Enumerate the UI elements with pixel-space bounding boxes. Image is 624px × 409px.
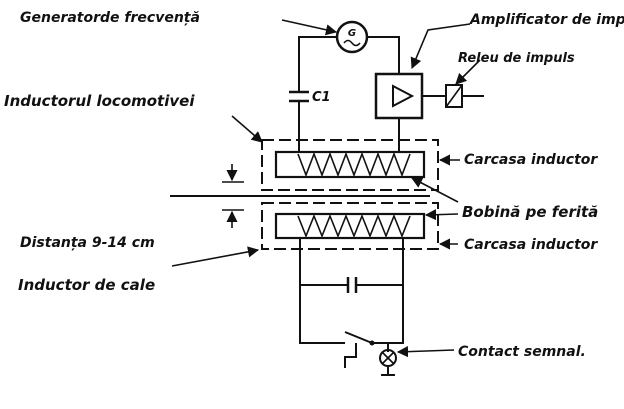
- capacitor-c1: [288, 90, 310, 103]
- top-inductor-housing: [261, 139, 439, 191]
- loco-inductor-label: Inductorul locomotivei: [4, 92, 195, 110]
- bottom-capacitor: [346, 277, 358, 293]
- track-inductor-label: Inductor de cale: [18, 276, 155, 294]
- impulse-relay: [445, 84, 484, 108]
- frequency-generator: G: [335, 20, 369, 54]
- housing-bottom-label: Carcasa inductor: [464, 237, 598, 253]
- wire-generator-left: [298, 36, 337, 152]
- leader-lines: [171, 19, 481, 358]
- housing-top-label: Carcasa inductor: [464, 152, 598, 168]
- coil-label: Bobină pe ferită: [462, 203, 598, 221]
- impulse-amplifier: [374, 72, 424, 120]
- amplifier-label: Amplificator de impuls: [469, 12, 624, 28]
- wire-generator-right: [367, 36, 400, 74]
- relay-label: Releu de impuls: [458, 51, 575, 66]
- capacitor-label: C1: [312, 90, 331, 105]
- contact-label: Contact semnal.: [458, 344, 586, 360]
- distance-label: Distanța 9-14 cm: [20, 235, 155, 251]
- svg-text:G: G: [348, 28, 356, 39]
- wire-bottom-left: [299, 238, 345, 344]
- top-ferrite-coil: [274, 150, 426, 179]
- generator-label: Generatorde frecvență: [20, 10, 200, 26]
- signal-contact: [344, 331, 397, 376]
- bottom-inductor-housing: [261, 202, 439, 250]
- bottom-ferrite-coil: [274, 212, 426, 240]
- wire-bottom-right: [372, 238, 404, 344]
- distance-markers: [222, 164, 244, 228]
